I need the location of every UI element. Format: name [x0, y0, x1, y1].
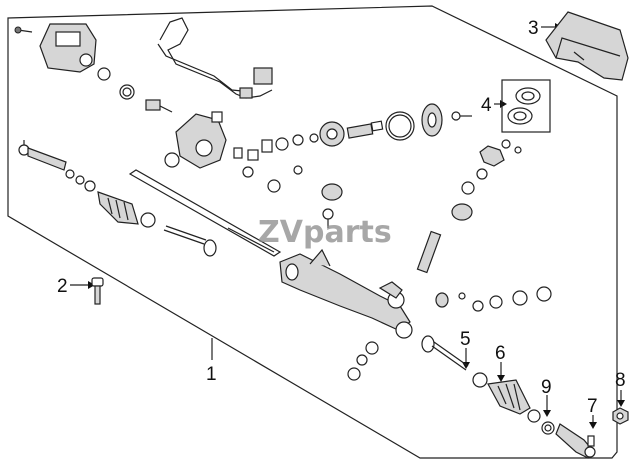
washer	[97, 67, 111, 81]
assembly-frame	[7, 5, 618, 459]
item-5-inner-tie-rod[interactable]	[421, 335, 488, 388]
item-4-seals[interactable]	[507, 87, 541, 125]
item-6-boot[interactable]	[487, 379, 531, 415]
small-parts-right	[435, 286, 552, 312]
seal-ring	[385, 111, 415, 141]
item-1-gear-housing[interactable]	[279, 248, 413, 339]
callout-4[interactable]: 4	[481, 95, 492, 116]
mount-bushings	[347, 341, 379, 381]
sensor-parts	[233, 133, 319, 193]
callout-4-arrow	[500, 100, 507, 108]
callout-2-arrow	[88, 281, 95, 289]
connector	[253, 67, 273, 85]
worm-gear	[319, 120, 384, 147]
washer	[119, 84, 135, 100]
bolt	[451, 111, 472, 121]
rack-bar	[128, 169, 282, 257]
callout-2[interactable]: 2	[57, 276, 68, 297]
callout-1[interactable]: 1	[206, 364, 217, 385]
callout-6[interactable]: 6	[495, 343, 506, 364]
callout-7[interactable]: 7	[587, 396, 598, 417]
yoke-assembly	[416, 139, 522, 274]
sensor-housing	[164, 111, 227, 169]
watermark: ZVparts	[258, 215, 392, 250]
boot-left	[97, 191, 156, 228]
callout-7-arrow	[589, 422, 597, 429]
item-9-nut[interactable]	[527, 409, 555, 435]
seal-ring-inner	[388, 114, 412, 138]
small-screw	[14, 26, 33, 34]
callout-9[interactable]: 9	[541, 377, 552, 398]
washer-inner	[122, 87, 132, 97]
callout-8[interactable]: 8	[615, 370, 626, 391]
bearing	[421, 103, 443, 137]
pinion-parts	[321, 183, 343, 228]
connector	[239, 87, 253, 99]
callout-8-arrow	[617, 400, 625, 407]
callout-9-arrow	[543, 410, 551, 417]
callout-3[interactable]: 3	[528, 18, 539, 39]
callout-5[interactable]: 5	[460, 329, 471, 350]
wiring-harness	[159, 17, 273, 99]
callout-6-arrow	[497, 375, 505, 382]
item-7-tie-rod-end[interactable]	[555, 423, 596, 459]
bolt	[145, 99, 173, 113]
tie-rod-end-left	[18, 140, 96, 192]
item-2-bolt[interactable]	[91, 277, 104, 305]
item-8-nut[interactable]	[612, 407, 629, 425]
motor-unit	[39, 23, 97, 73]
inner-tie-rod-left	[163, 225, 217, 257]
item-4-seal-box	[501, 79, 551, 133]
wiring-harness	[157, 43, 253, 93]
item-3-cover[interactable]	[545, 11, 629, 81]
